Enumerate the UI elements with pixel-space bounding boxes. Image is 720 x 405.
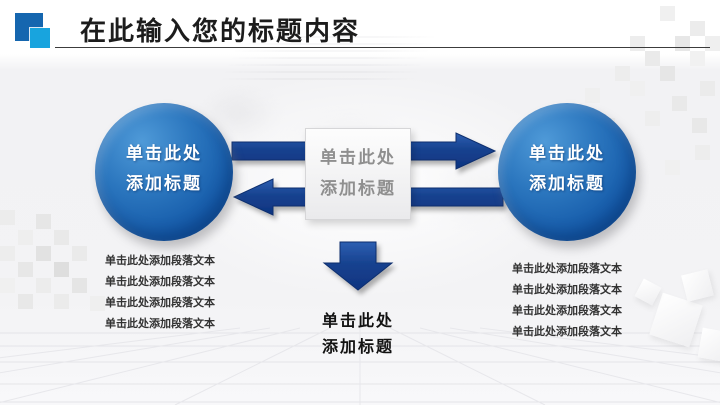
left-circle-line1: 单击此处 bbox=[126, 144, 202, 163]
right-circle-placeholder[interactable]: 单击此处 添加标题 bbox=[498, 103, 636, 241]
list-item[interactable]: 单击此处添加段落文本 bbox=[512, 305, 622, 317]
slide-title[interactable]: 在此输入您的标题内容 bbox=[80, 16, 361, 46]
center-box-text: 单击此处 添加标题 bbox=[306, 129, 410, 204]
list-item[interactable]: 单击此处添加段落文本 bbox=[512, 284, 622, 296]
right-circle-text: 单击此处 添加标题 bbox=[498, 103, 636, 199]
bottom-label-line1: 单击此处 bbox=[321, 313, 394, 330]
list-item[interactable]: 单击此处添加段落文本 bbox=[105, 276, 215, 288]
center-box-line2: 添加标题 bbox=[320, 179, 396, 198]
list-item[interactable]: 单击此处添加段落文本 bbox=[512, 326, 622, 338]
list-item[interactable]: 单击此处添加段落文本 bbox=[105, 297, 215, 309]
left-circle-line2: 添加标题 bbox=[126, 174, 202, 193]
left-circle-placeholder[interactable]: 单击此处 添加标题 bbox=[95, 103, 233, 241]
center-box-placeholder[interactable]: 单击此处 添加标题 bbox=[305, 128, 411, 220]
bottom-arrow-label[interactable]: 单击此处 添加标题 bbox=[298, 309, 418, 361]
right-paragraph-list: 单击此处添加段落文本 单击此处添加段落文本 单击此处添加段落文本 单击此处添加段… bbox=[512, 259, 622, 343]
bottom-label-line2: 添加标题 bbox=[321, 339, 394, 356]
logo-small-square-icon bbox=[30, 28, 50, 48]
right-circle-line1: 单击此处 bbox=[529, 144, 605, 163]
left-circle-text: 单击此处 添加标题 bbox=[95, 103, 233, 199]
list-item[interactable]: 单击此处添加段落文本 bbox=[512, 263, 622, 275]
list-item[interactable]: 单击此处添加段落文本 bbox=[105, 318, 215, 330]
right-circle-line2: 添加标题 bbox=[529, 174, 605, 193]
arrow-down-shape bbox=[322, 241, 394, 291]
left-paragraph-list: 单击此处添加段落文本 单击此处添加段落文本 单击此处添加段落文本 单击此处添加段… bbox=[105, 251, 215, 335]
center-box-line1: 单击此处 bbox=[320, 148, 396, 167]
title-underline bbox=[55, 47, 710, 48]
list-item[interactable]: 单击此处添加段落文本 bbox=[105, 255, 215, 267]
